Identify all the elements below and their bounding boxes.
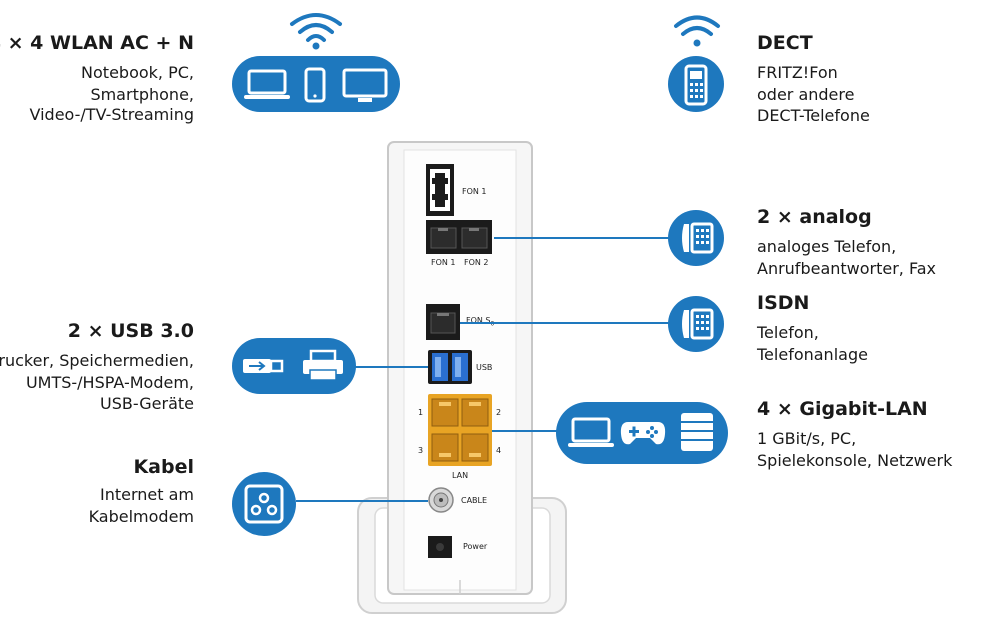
port-label-lan1: 1 [418, 408, 424, 417]
wlan-desc-3: Video-/TV-Streaming [29, 105, 194, 124]
dect-title: DECT [757, 32, 813, 54]
kabel-desc-2: Kabelmodem [88, 507, 194, 526]
analog-desc-1: analoges Telefon, [757, 237, 897, 256]
port-label-usb: USB [476, 363, 493, 372]
lan-desc-2: Spielekonsole, Netzwerk [757, 451, 953, 470]
cable-connector [428, 487, 454, 513]
server-icon [681, 413, 713, 451]
connector-cable [296, 500, 428, 502]
lan-title: 4 × Gigabit-LAN [757, 398, 928, 420]
kabel-title: Kabel [133, 456, 194, 478]
usb-title: 2 × USB 3.0 [67, 320, 194, 342]
usb-stick-icon [243, 359, 284, 373]
port-label-lan: LAN [452, 471, 469, 480]
port-label-fon1-top: FON 1 [462, 187, 487, 196]
printer-icon [303, 349, 343, 381]
port-label-lan2: 2 [496, 408, 502, 417]
dect-desc-2: oder andere [757, 85, 855, 104]
connector-isdn [460, 322, 670, 324]
analog-title: 2 × analog [757, 206, 872, 228]
port-label-fon1: FON 1 [431, 258, 456, 267]
port-label-fon-s0: FON S0 [466, 316, 495, 328]
port-label-cable: CABLE [461, 496, 488, 505]
isdn-desc-2: Telefonanlage [757, 345, 868, 364]
dect-desc-3: DECT-Telefone [757, 106, 870, 125]
dect-wifi-icon [674, 15, 720, 47]
lan-ports [428, 394, 492, 466]
lan-desc-1: 1 GBit/s, PC, [757, 429, 857, 448]
desk-phone-icon [682, 222, 714, 254]
port-label-lan4: 4 [496, 446, 502, 455]
fon1-tae-socket [426, 164, 454, 216]
monitor-icon [342, 68, 388, 102]
port-label-fon2: FON 2 [464, 258, 489, 267]
usb-desc-2: UMTS-/HSPA-Modem, [25, 373, 194, 392]
usb-desc-1: Drucker, Speichermedien, [0, 351, 194, 370]
connector-analog [494, 237, 670, 239]
lan-laptop-icon [568, 417, 614, 447]
wlan-title: 4 × 4 WLAN AC + N [0, 32, 194, 54]
fon1-fon2-jacks [426, 220, 492, 254]
isdn-title: ISDN [757, 292, 810, 314]
kabel-circle [232, 472, 296, 536]
power-socket [428, 536, 452, 558]
port-label-power: Power [463, 542, 488, 551]
wlan-desc-2: Smartphone, [90, 85, 194, 104]
usb-ports [428, 350, 472, 384]
usb-desc-3: USB-Geräte [100, 394, 194, 413]
isdn-desc-1: Telefon, [757, 323, 819, 342]
gamepad-icon [620, 422, 666, 445]
fon-s0-jack [426, 304, 460, 340]
kabel-desc-1: Internet am [99, 485, 194, 504]
laptop-icon [244, 69, 290, 99]
connector-usb [352, 366, 428, 368]
smartphone-icon [304, 67, 326, 103]
cable-socket-icon [244, 484, 284, 524]
wlan-desc-1: Notebook, PC, [81, 63, 194, 82]
isdn-phone-icon [682, 308, 714, 340]
port-label-lan3: 3 [418, 446, 424, 455]
cordless-phone-icon [684, 64, 708, 106]
connector-lan [492, 430, 558, 432]
analog-desc-2: Anrufbeantworter, Fax [757, 259, 936, 278]
wifi-icon [290, 13, 342, 50]
dect-desc-1: FRITZ!Fon [757, 63, 838, 82]
wlan-devices-pill [232, 56, 400, 112]
